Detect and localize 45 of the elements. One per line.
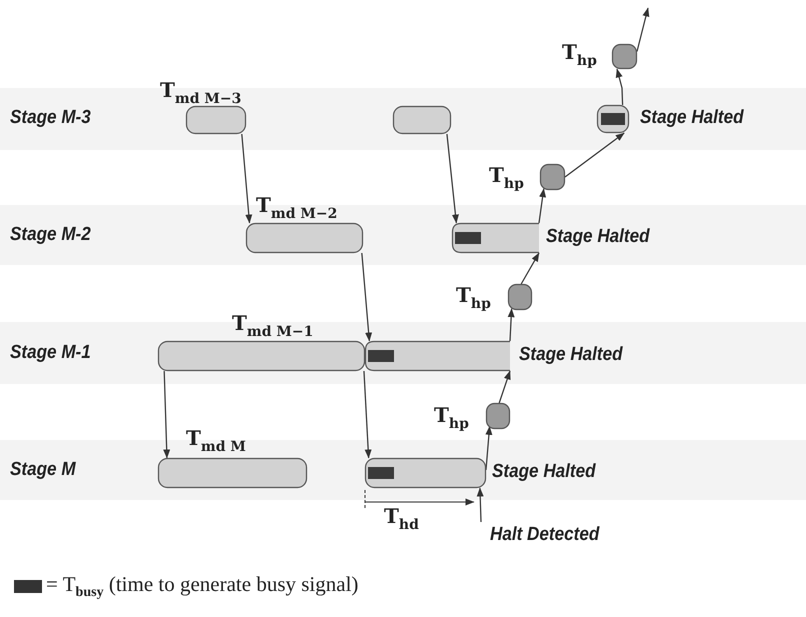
handshake-block xyxy=(612,44,637,69)
time-bar xyxy=(597,105,629,133)
time-label: T$_{md M−1}$ xyxy=(232,313,314,339)
handshake-block xyxy=(486,403,510,429)
arrow xyxy=(446,134,459,224)
arrow xyxy=(163,370,170,458)
stage-label: Stage M-1 xyxy=(10,343,91,362)
arrow xyxy=(363,370,372,458)
time-label: T$_{hd}$ xyxy=(384,506,419,532)
status-label: Stage Halted xyxy=(546,227,650,246)
time-bar xyxy=(158,458,307,488)
arrow xyxy=(520,252,540,284)
handshake-block xyxy=(540,164,565,190)
time-bar xyxy=(365,341,510,371)
arrow xyxy=(564,132,625,178)
arrow xyxy=(616,68,624,106)
arrow xyxy=(361,252,372,342)
time-label: T$_{hp}$ xyxy=(489,165,524,191)
time-label: T$_{hp}$ xyxy=(456,285,491,311)
arrow xyxy=(508,308,515,342)
time-label: T$_{hp}$ xyxy=(434,405,469,431)
stage-label: Stage M-2 xyxy=(10,225,91,244)
annotation-text: Halt Detected xyxy=(478,522,628,552)
time-label: T$_{md M−3}$ xyxy=(160,80,242,106)
time-label: T$_{hp}$ xyxy=(562,42,597,68)
status-label: Stage Halted xyxy=(519,345,623,364)
arrow xyxy=(476,488,484,522)
handshake-block xyxy=(508,284,532,310)
arrow xyxy=(241,134,252,224)
time-label: T$_{md M}$ xyxy=(186,428,246,454)
stage-label: Stage M xyxy=(10,460,76,479)
stage-label: Stage M-3 xyxy=(10,108,91,127)
time-bar xyxy=(246,223,363,253)
arrow xyxy=(498,370,511,404)
time-bar xyxy=(393,106,451,134)
status-label: Stage Halted xyxy=(640,108,744,127)
arrow xyxy=(538,188,546,224)
arrow xyxy=(636,8,650,52)
time-label: T$_{md M−2}$ xyxy=(256,195,338,221)
time-bar xyxy=(158,341,365,371)
time-bar xyxy=(452,223,539,253)
time-bar xyxy=(186,106,246,134)
status-label: Stage Halted xyxy=(492,462,596,481)
legend-text: = T$_{busy}$ (time to generate busy signal) xyxy=(46,572,358,602)
time-bar xyxy=(365,458,486,488)
